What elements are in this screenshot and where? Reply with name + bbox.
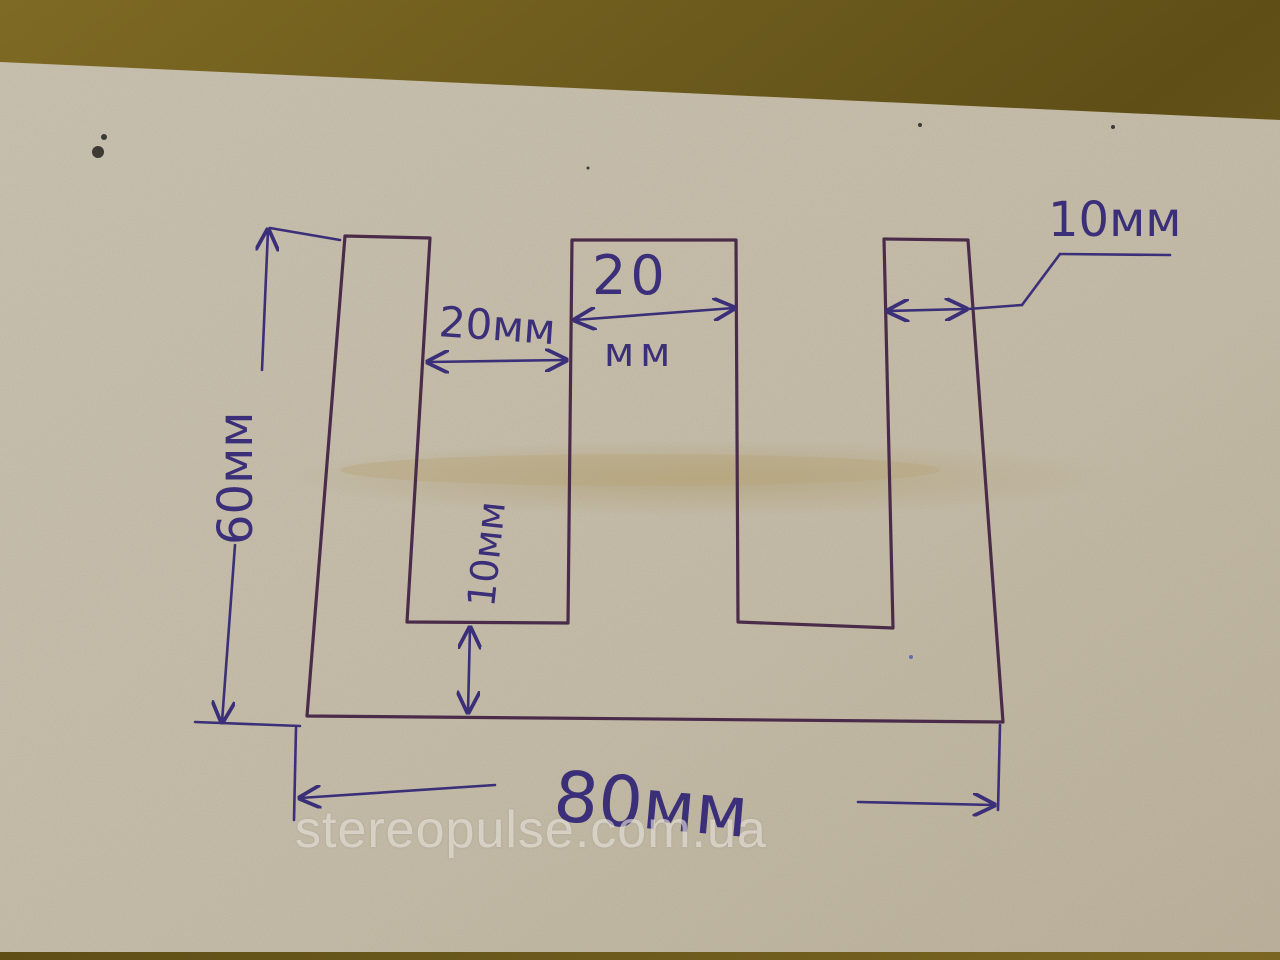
- left-slot-label: 20мм: [437, 297, 557, 354]
- watermark-text: stereopulse.com.ua: [295, 801, 767, 859]
- right-leg-label: 10мм: [1048, 192, 1182, 248]
- glue-stain: [280, 440, 1120, 516]
- base-label: 10мм: [459, 499, 514, 609]
- height-label: 60мм: [208, 412, 264, 546]
- dimension-lines: [193, 226, 1172, 822]
- core-outline: [305, 234, 1005, 724]
- width-label: 80мм: [551, 755, 752, 854]
- board-specks: [92, 123, 1115, 659]
- center-number-label: 20: [592, 244, 669, 307]
- center-unit-label: мм: [604, 330, 676, 376]
- glue-stain-core: [340, 454, 940, 486]
